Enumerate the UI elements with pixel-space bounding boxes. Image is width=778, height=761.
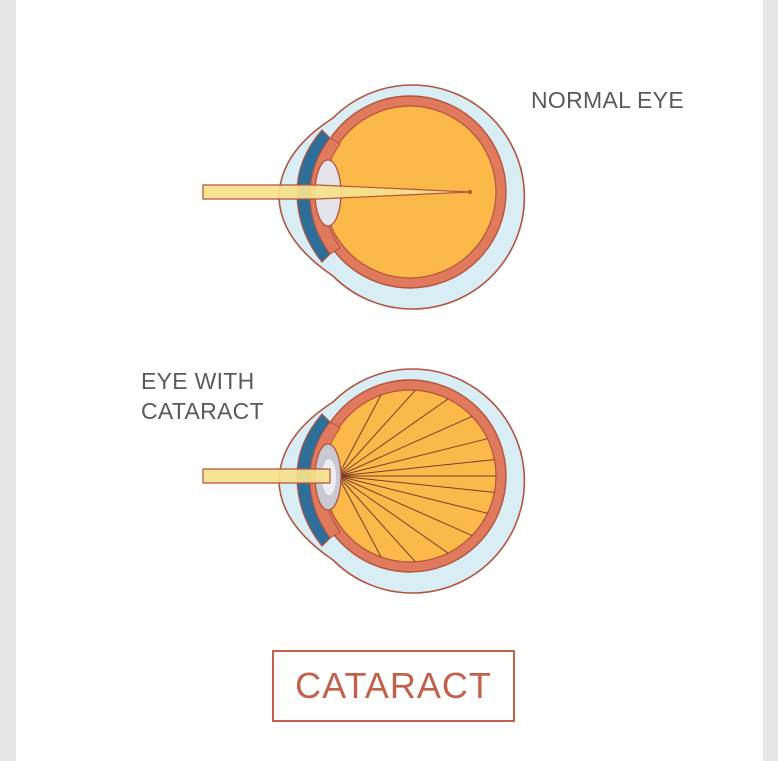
cataract-eye-label-line2: CATARACT bbox=[141, 396, 264, 426]
normal-eye-illustration bbox=[203, 85, 524, 309]
focus-point bbox=[468, 190, 472, 194]
title-box: CATARACT bbox=[272, 650, 515, 722]
normal-eye-label: NORMAL EYE bbox=[531, 85, 684, 115]
light-ray bbox=[203, 469, 330, 483]
page-title: CATARACT bbox=[295, 665, 492, 707]
cataract-eye-label: EYE WITH CATARACT bbox=[141, 366, 264, 426]
cataract-eye-label-line1: EYE WITH bbox=[141, 366, 264, 396]
